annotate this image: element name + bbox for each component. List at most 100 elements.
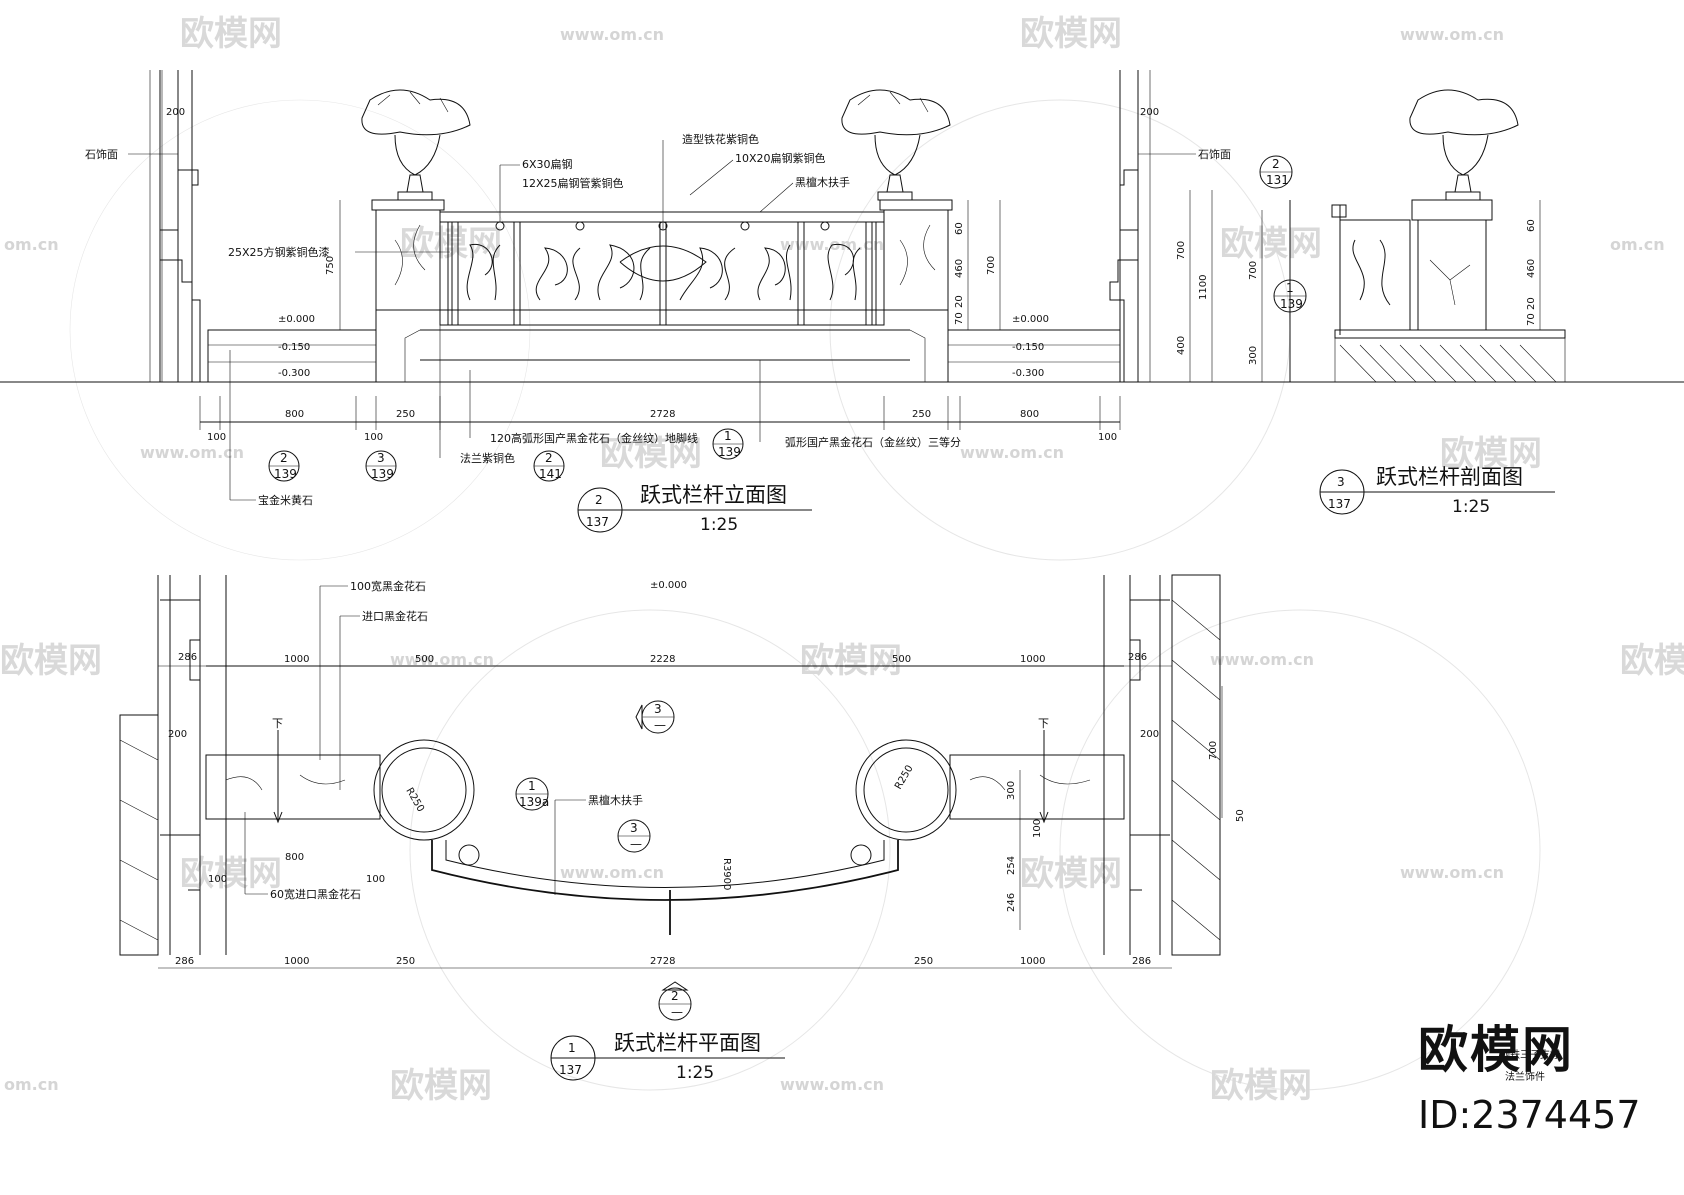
title-ref-bottom: 137	[1328, 497, 1351, 511]
callout-bottom: 139a	[519, 795, 549, 809]
callout-bottom: 131	[1266, 173, 1289, 187]
handrail	[439, 211, 885, 223]
dim-label: 200	[166, 107, 185, 118]
overlap-text: 钢铁三子支撑	[1500, 1048, 1560, 1061]
watermark-url: www.om.cn	[560, 863, 664, 882]
watermark-brand: 欧模网	[400, 224, 502, 264]
watermark-brand: 欧模网	[1620, 641, 1684, 681]
callout-top: 2	[545, 451, 553, 465]
callout-bottom: —	[654, 718, 666, 732]
dim-label: 700	[1248, 261, 1259, 280]
drawing-scale: 1:25	[700, 515, 738, 535]
watermark-url-short: om.cn	[4, 1075, 59, 1094]
watermark-brand: 欧模网	[600, 434, 702, 474]
watermark-brand: 欧模网	[0, 641, 102, 681]
callout-bottom: —	[671, 1005, 683, 1019]
granite-plinth	[375, 309, 949, 383]
watermark-url: www.om.cn	[1400, 863, 1504, 882]
section-marker[interactable]: 2 —	[658, 981, 692, 1021]
watermark-url: www.om.cn	[1400, 25, 1504, 44]
callout-bubble[interactable]: 2 141	[533, 450, 565, 482]
dim-label: 460	[954, 259, 965, 278]
annotation: 进口黑金花石	[362, 609, 428, 623]
watermark-brand: 欧模网	[1020, 14, 1122, 54]
left-column	[149, 70, 201, 382]
plan-left-landing	[205, 754, 381, 820]
callout-bottom: 139	[371, 467, 394, 481]
dim-label: 2728	[650, 956, 675, 967]
dim-label: 60	[954, 222, 965, 235]
callout-bubble[interactable]: 1 139	[1273, 279, 1307, 313]
dim-label: 1000	[284, 654, 309, 665]
title-ref-top: 2	[595, 493, 603, 507]
watermark-layer: 欧模网 www.om.cn 欧模网 www.om.cn om.cn 欧模网 ww…	[0, 14, 1684, 1106]
callout-bottom: 141	[539, 467, 562, 481]
callout-bubble[interactable]: 2 139	[268, 450, 300, 482]
drawing-title: 跃式栏杆平面图	[614, 1031, 761, 1055]
watermark-brand: 欧模网	[1440, 434, 1542, 474]
level-label: -0.150	[1012, 342, 1044, 353]
drawing-title: 跃式栏杆剖面图	[1376, 465, 1523, 489]
dim-label: 250	[912, 409, 931, 420]
level-label: ±0.000	[278, 314, 315, 325]
plan-right-landing	[949, 754, 1125, 820]
elevation-annotations: 石饰面 石饰面 25X25方钢紫铜色漆 6X30扁钢 12X25扁钢管紫铜色 造…	[85, 132, 1231, 507]
dim-label: 460	[1526, 259, 1537, 278]
watermark-brand: 欧模网	[800, 641, 902, 681]
section-vase	[1409, 89, 1519, 201]
watermark-brand: 欧模网	[390, 1066, 492, 1106]
plan-curved-handrail	[431, 840, 899, 901]
title-ref-top: 3	[1337, 475, 1345, 489]
plan-top-dimensions: 286 1000 500 2228 500 1000 286	[158, 652, 1172, 667]
annotation: 石饰面	[85, 147, 118, 161]
callout-bubble[interactable]: 3 —	[617, 819, 651, 853]
dim-label: 2728	[650, 409, 675, 420]
callout-bubble[interactable]: 2 131	[1259, 155, 1293, 189]
plan-side-dimensions: 200 800 100 100 200 700 300 100 254 246 …	[168, 686, 1246, 930]
dim-label: 1100	[1198, 275, 1209, 300]
overlap-text: 法兰饰件	[1505, 1070, 1545, 1083]
plan-drawing: 下 下 R250 R250 R3900 ±0.000 286 1000 500 …	[119, 574, 1246, 1083]
dim-label: 286	[175, 956, 194, 967]
drawing-title: 跃式栏杆立面图	[640, 483, 787, 507]
dim-label: 246	[1006, 893, 1017, 912]
watermark-brand: 欧模网	[1020, 854, 1122, 894]
watermark-brand: 欧模网	[1220, 224, 1322, 264]
elevation-bottom-dimensions: 800 250 2728 250 800 100 100 100	[199, 396, 1121, 443]
level-label: -0.300	[1012, 368, 1044, 379]
watermark-url: www.om.cn	[140, 443, 244, 462]
stair-down-label: 下	[1038, 717, 1049, 730]
dim-label: 20	[954, 295, 965, 308]
annotation: 造型铁花紫铜色	[682, 132, 759, 146]
annotation: 黑檀木扶手	[588, 793, 643, 807]
callout-bubble[interactable]: 1 139a	[515, 777, 549, 811]
dim-label: 70	[954, 312, 965, 325]
plan-title-block: 1 137 跃式栏杆平面图 1:25	[550, 1031, 785, 1083]
dim-label: 100	[1032, 819, 1043, 838]
level-label: -0.300	[278, 368, 310, 379]
radius-label: R250	[893, 763, 916, 791]
annotation: 石饰面	[1198, 147, 1231, 161]
callout-top: 1	[1286, 281, 1294, 295]
annotation: 黑檀木扶手	[795, 175, 850, 189]
callout-bubble[interactable]: 1 139	[712, 428, 744, 460]
dim-label: 250	[396, 409, 415, 420]
annotation: 宝金米黄石	[258, 493, 313, 507]
dim-label: 800	[285, 852, 304, 863]
dim-label: 50	[1235, 809, 1246, 822]
dim-label: 100	[364, 432, 383, 443]
plan-right-round-pedestal	[855, 739, 957, 841]
callout-top: 3	[654, 702, 662, 716]
plan-right-wall	[1103, 574, 1221, 956]
watermark-brand: 欧模网	[180, 854, 282, 894]
model-id: ID:2374457	[1418, 1093, 1641, 1137]
watermark-url: www.om.cn	[390, 650, 494, 669]
callout-bubble[interactable]: 3 139	[365, 450, 397, 482]
callout-top: 2	[280, 451, 288, 465]
section-marker[interactable]: 3 —	[635, 700, 675, 734]
dim-label: 60	[1526, 219, 1537, 232]
level-label: ±0.000	[650, 580, 687, 591]
dim-label: 286	[1128, 652, 1147, 663]
plan-annotations: 100宽黑金花石 进口黑金花石 黑檀木扶手 60宽进口黑金花石	[244, 579, 643, 901]
drawing-scale: 1:25	[676, 1063, 714, 1083]
